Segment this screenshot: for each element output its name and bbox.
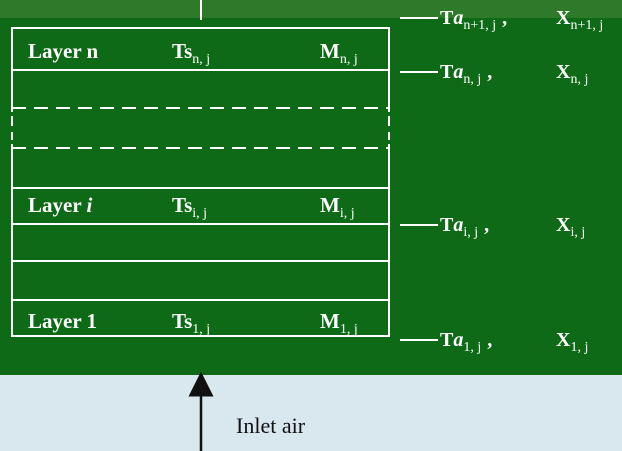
green-panel bbox=[0, 18, 622, 375]
bed-outline bbox=[11, 27, 390, 337]
wall-gap bbox=[9, 112, 15, 144]
x-n-plus-1-label: Xn+1, j bbox=[556, 7, 603, 33]
layer-1-ts: Ts1, j bbox=[172, 309, 210, 337]
wall-gap bbox=[386, 112, 392, 144]
layer-n-ts: Tsn, j bbox=[172, 39, 210, 67]
top-strip bbox=[0, 0, 622, 22]
layer-1-label: Layer 1 bbox=[28, 309, 97, 333]
ta-n-label: Tan, j, bbox=[440, 61, 492, 87]
layer-i-label: Layer i bbox=[28, 193, 93, 217]
ta-n-plus-1-label: Tan+1, j, bbox=[440, 7, 507, 33]
ta-i-label: Tai, j, bbox=[440, 214, 489, 240]
ta-1-label: Ta1, j, bbox=[440, 329, 492, 355]
x-1-label: X1, j bbox=[556, 329, 588, 355]
layer-i-ts: Tsi, j bbox=[172, 193, 207, 221]
inlet-air-label: Inlet air bbox=[236, 413, 306, 438]
layer-i-m: Mi, j bbox=[320, 193, 355, 221]
layer-n-label: Layer n bbox=[28, 39, 99, 63]
x-i-label: Xi, j bbox=[556, 214, 585, 240]
x-n-label: Xn, j bbox=[556, 61, 588, 87]
bottom-background bbox=[0, 375, 622, 451]
layer-n-m: Mn, j bbox=[320, 39, 358, 67]
layer-1-m: M1, j bbox=[320, 309, 358, 337]
